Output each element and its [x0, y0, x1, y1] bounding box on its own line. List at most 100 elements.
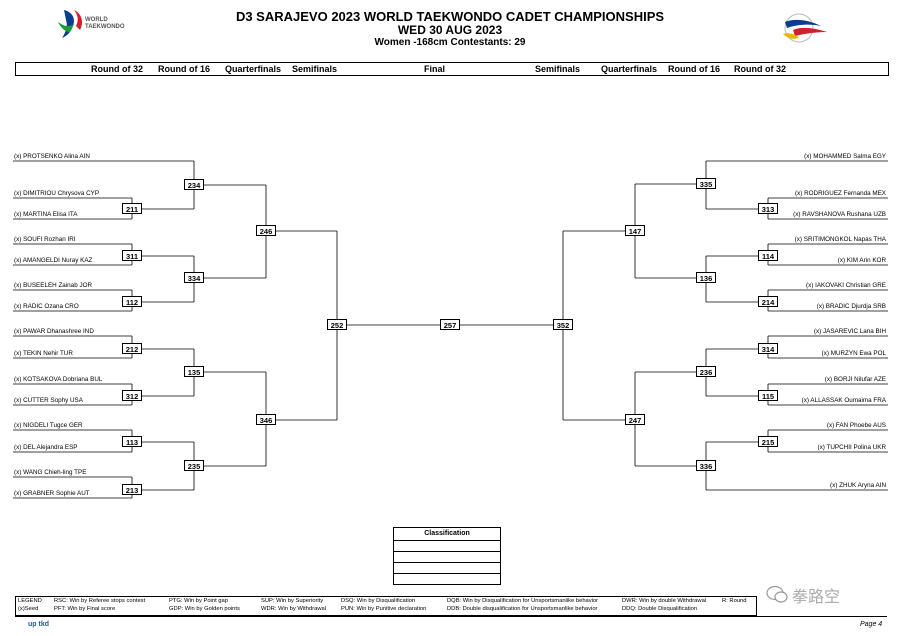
chat-bubble-icon — [766, 585, 788, 603]
right-athlete-3: (x) RAVSHANOVA Rushana UZB — [793, 211, 886, 218]
category-info: Women -168cm Contestants: 29 — [374, 37, 526, 48]
left-athlete-4: (x) SOUFI Rozhan IRI — [14, 236, 76, 243]
match-box: 213 — [122, 484, 142, 495]
page-title: D3 SARAJEVO 2023 WORLD TAEKWONDO CADET C… — [235, 9, 665, 24]
classification-title: Classification — [394, 528, 500, 541]
rounds-header: Round of 32 Round of 16 Quarterfinals Se… — [15, 62, 889, 76]
match-box: 334 — [184, 272, 204, 283]
match-box-final: 257 — [440, 319, 460, 330]
right-athlete-14: (x) ZHUK Aryna AIN — [830, 482, 886, 489]
wt-mark-icon — [58, 10, 82, 38]
left-athlete-15: (x) GRABNER Sophie AUT — [14, 490, 90, 497]
legend-label: LEGEND — [18, 598, 42, 604]
world-taekwondo-logo: WORLD TAEKWONDO — [58, 8, 138, 42]
match-box: 314 — [758, 343, 778, 354]
match-box: 115 — [758, 390, 778, 401]
round-label-left-r16: Round of 16 — [158, 64, 210, 74]
legend-item: DDQ: Double Disqualification — [622, 606, 698, 612]
match-box: 311 — [122, 250, 142, 261]
match-box: 147 — [625, 225, 645, 236]
match-box: 112 — [122, 296, 142, 307]
match-box: 212 — [122, 343, 142, 354]
left-athlete-10: (x) KOTSAKOVA Dobriana BUL — [14, 376, 103, 383]
legend-item: GDP: Win by Golden points — [169, 606, 240, 612]
classification-table: Classification — [393, 527, 501, 585]
bosnia-taekwondo-logo-icon — [775, 10, 837, 44]
match-box: 313 — [758, 203, 778, 214]
match-box-right-semifinal: 352 — [553, 319, 573, 330]
page-number: Page 4 — [860, 621, 883, 628]
match-box: 336 — [696, 460, 716, 471]
right-athlete-4: (x) SRITIMONGKOL Napas THA — [794, 236, 886, 243]
round-label-left-qf: Quarterfinals — [225, 64, 282, 74]
match-box-left-semifinal: 252 — [327, 319, 347, 330]
legend-item: PUN: Win by Punitive declaration — [341, 606, 427, 612]
match-box: 346 — [256, 414, 276, 425]
right-athlete-5: (x) KIM Arin KOR — [837, 257, 886, 264]
classification-row-1 — [394, 541, 500, 552]
legend-box: LEGEND RSC: Win by Referee stops contest… — [15, 596, 757, 616]
classification-row-2 — [394, 552, 500, 563]
right-athlete-7: (x) BRADIC Djurdja SRB — [816, 303, 886, 310]
classification-row-3 — [394, 563, 500, 574]
round-label-left-sf: Semifinals — [292, 64, 338, 74]
left-athlete-13: (x) DEL Alejandra ESP — [14, 444, 78, 451]
legend-item: WDR: Win by Withdrawal — [261, 606, 327, 612]
match-box: 312 — [122, 390, 142, 401]
left-athlete-14: (x) WANG Chieh-ling TPE — [14, 469, 87, 476]
round-label-right-r32: Round of 32 — [734, 64, 786, 74]
right-athlete-10: (x) BORJI Nilufar AZE — [824, 376, 886, 383]
round-label-final: Final — [424, 64, 446, 74]
left-athlete-2: (x) DIMITRIOU Chrysova CYP — [14, 190, 100, 197]
left-athlete-5: (x) AMANGELDI Nuray KAZ — [14, 257, 93, 264]
legend-item: DWR: Win by double Withdrawal — [622, 598, 707, 604]
match-box: 234 — [184, 179, 204, 190]
match-box: 235 — [184, 460, 204, 471]
match-box: 335 — [696, 178, 716, 189]
left-athlete-6: (x) BUSEELEH Zainab JOR — [14, 282, 93, 289]
uptkd-logo: up tkd — [28, 621, 49, 628]
watermark: 拳路空 — [766, 583, 840, 607]
legend-item: DQB: Win by Disqualification for Unsport… — [447, 598, 599, 604]
legend-item: DSQ: Win by Disqualification — [341, 598, 416, 604]
classification-row-4 — [394, 574, 500, 584]
right-athlete-1: (x) MOHAMMED Salma EGY — [804, 153, 886, 160]
logo-text-taekwondo: TAEKWONDO — [85, 24, 125, 30]
legend-item: DDB: Double disqualification for Unsport… — [447, 606, 598, 612]
round-label-right-qf: Quarterfinals — [601, 64, 658, 74]
match-box: 114 — [758, 250, 778, 261]
legend-item: PFT: Win by Final score — [54, 606, 116, 612]
round-label-left-r32: Round of 32 — [91, 64, 143, 74]
left-athlete-3: (x) MARTINA Elisa ITA — [14, 211, 78, 218]
match-box: 135 — [184, 366, 204, 377]
left-athlete-8: (x) PAWAR Dhanashree IND — [14, 328, 94, 335]
watermark-text: 拳路空 — [792, 587, 841, 606]
right-athlete-8: (x) JASAREVIC Lana BIH — [813, 328, 886, 335]
right-athlete-13: (x) TUPCHII Polina UKR — [817, 444, 886, 451]
logo-text-world: WORLD — [85, 17, 108, 23]
legend-item: R: Round — [722, 598, 747, 604]
match-box: 113 — [122, 436, 142, 447]
round-label-right-sf: Semifinals — [535, 64, 581, 74]
legend-item: SUP: Win by Superiority — [261, 598, 324, 604]
footer-divider — [15, 616, 887, 617]
legend-item: RSC: Win by Referee stops contest — [54, 598, 146, 604]
match-box: 246 — [256, 225, 276, 236]
right-athlete-11: (x) ALLASSAK Oumaima FRA — [801, 397, 886, 404]
match-box: 236 — [696, 366, 716, 377]
left-athlete-11: (x) CUTTER Sophy USA — [14, 397, 83, 404]
left-athlete-1: (x) PROTSENKO Alina AIN — [14, 153, 90, 160]
match-box: 247 — [625, 414, 645, 425]
round-label-right-r16: Round of 16 — [668, 64, 720, 74]
legend-seed: (x)Seed — [18, 606, 39, 612]
right-athlete-12: (x) FAN Phoebe AUS — [826, 422, 886, 429]
match-box: 214 — [758, 296, 778, 307]
left-athlete-9: (x) TEKIN Nehir TUR — [14, 350, 73, 357]
left-athlete-7: (x) RADIC Ozana CRO — [14, 303, 79, 310]
match-box: 211 — [122, 203, 142, 214]
event-date: WED 30 AUG 2023 — [397, 23, 503, 37]
right-athlete-2: (x) RODRIGUEZ Fernanda MEX — [795, 190, 886, 197]
match-box: 136 — [696, 272, 716, 283]
right-athlete-9: (x) MURZYN Ewa POL — [821, 350, 886, 357]
